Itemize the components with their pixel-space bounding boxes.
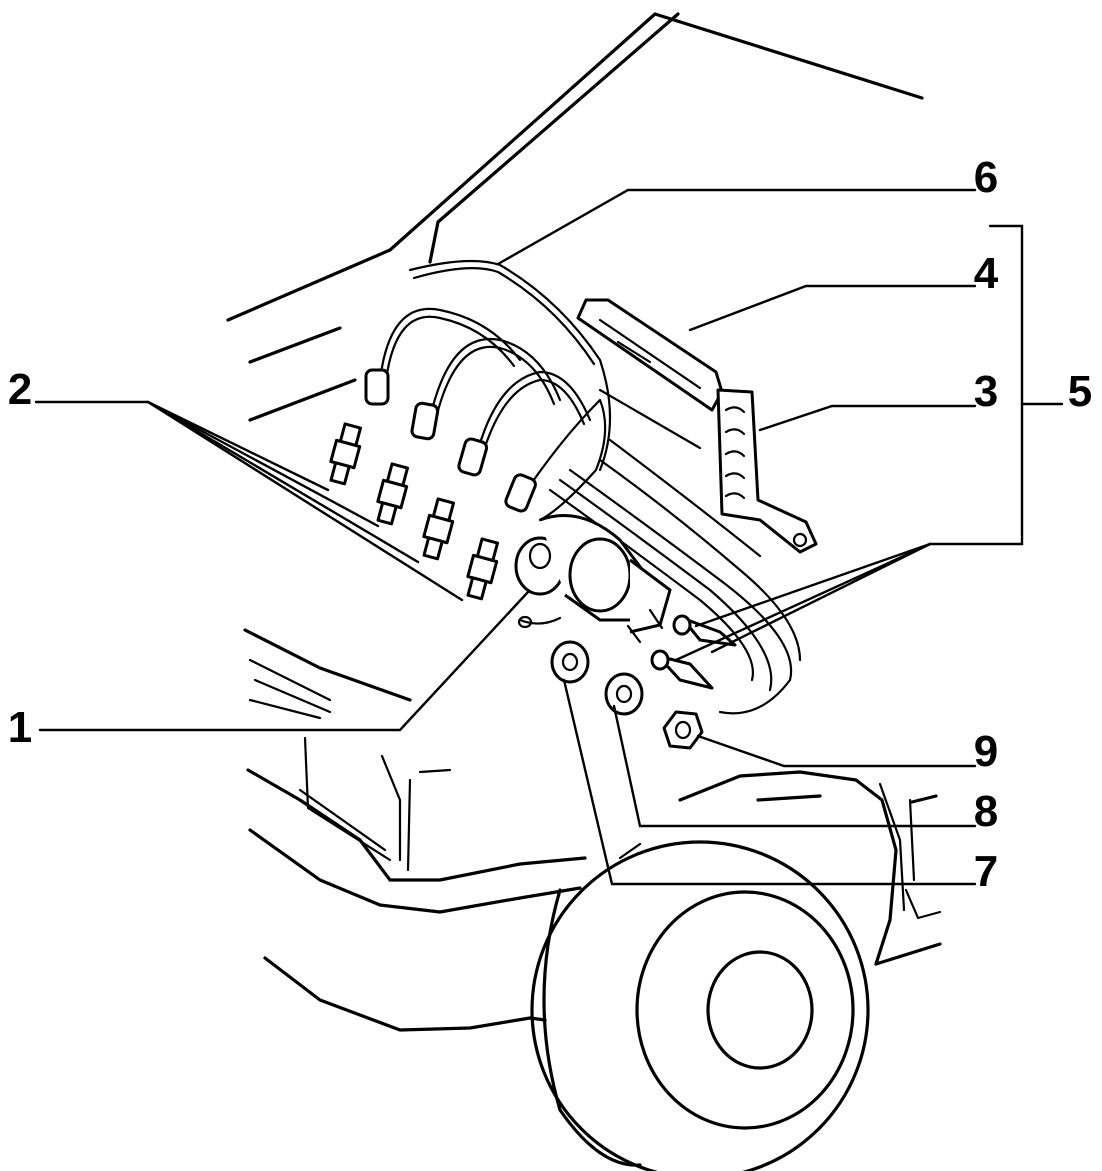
callout-5: 5: [1067, 367, 1093, 416]
spark-plug: [376, 462, 409, 526]
distributor: [514, 514, 672, 644]
ignition-leads: [364, 259, 802, 715]
callout-6: 6: [973, 153, 999, 202]
lead-bracket-3: [716, 388, 818, 554]
nut-9: [662, 710, 704, 750]
spark-plugs: [329, 422, 499, 601]
spark-plug: [329, 422, 362, 486]
callout-3: 3: [973, 367, 999, 416]
washer-8: [604, 672, 644, 716]
callout-4: 4: [973, 249, 999, 298]
callout-7: 7: [973, 847, 999, 896]
callout-9: 9: [973, 727, 999, 776]
wheel: [530, 840, 870, 1171]
callout-1: 1: [7, 703, 33, 752]
callout-8: 8: [973, 787, 999, 836]
car-body: [226, 12, 942, 1032]
spark-plug: [466, 537, 499, 601]
lead-holder-4: [576, 298, 724, 412]
washer-7: [550, 640, 590, 684]
callout-2: 2: [7, 365, 33, 414]
leader-lines: [34, 188, 1064, 886]
spark-plug: [422, 497, 455, 561]
